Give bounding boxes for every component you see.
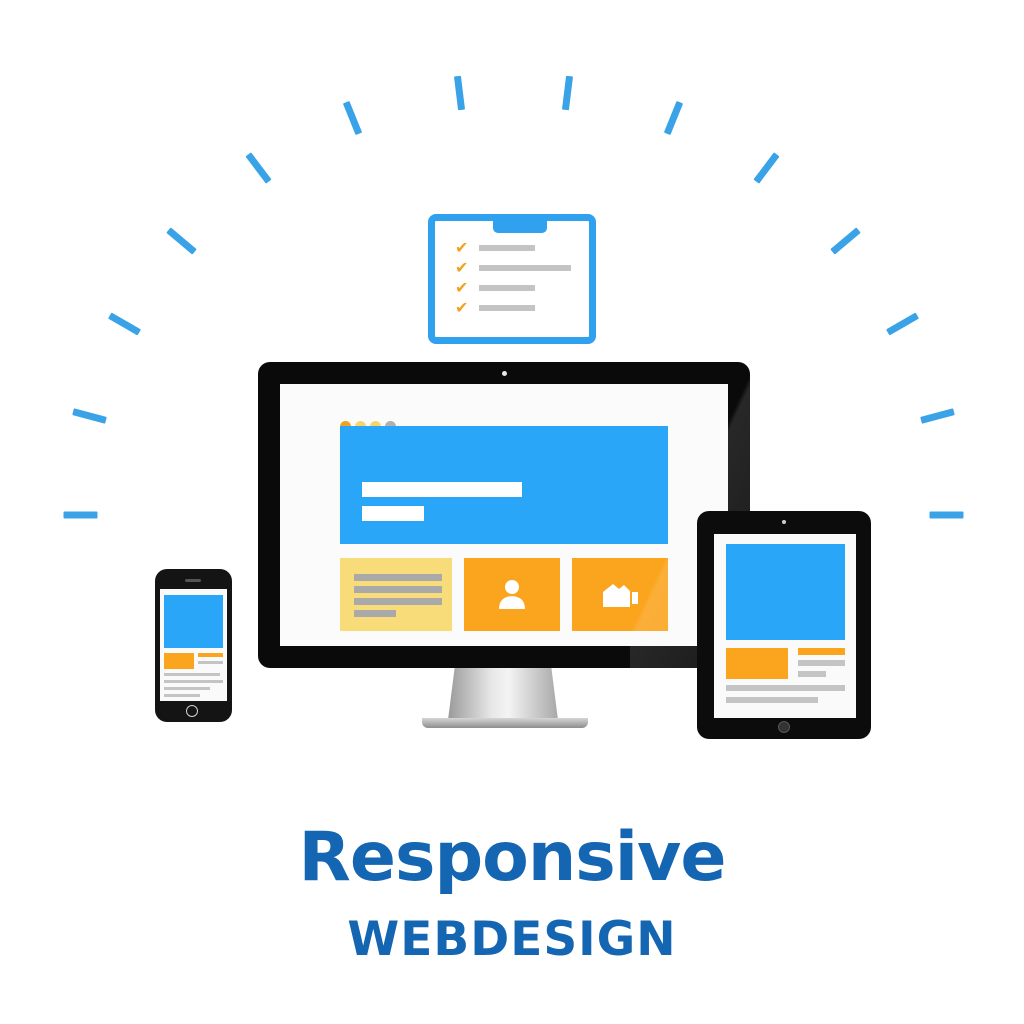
- ray-dash: [63, 511, 97, 519]
- gray-line: [798, 660, 845, 666]
- user-tile: [464, 558, 560, 631]
- checklist-clipboard-icon: ✔ ✔ ✔ ✔: [428, 214, 596, 344]
- checkmark-icon: ✔: [455, 278, 469, 297]
- ray-dash: [107, 312, 141, 336]
- monitor-stand: [448, 668, 558, 720]
- hero-block: [164, 595, 223, 648]
- text-line: [354, 574, 442, 581]
- clipboard-tab: [493, 219, 547, 233]
- gray-line: [726, 685, 845, 691]
- orange-block: [164, 653, 194, 669]
- ray-dash: [342, 100, 362, 136]
- monitor-screen: [280, 384, 728, 646]
- tablet-screen: [714, 534, 856, 718]
- ray-dash: [244, 152, 272, 184]
- smartphone-device: [155, 569, 232, 722]
- ray-dash: [752, 152, 780, 184]
- hero-block: [726, 544, 845, 640]
- checklist-item: ✔: [455, 298, 535, 317]
- headline-subtitle: WEBDESIGN: [347, 912, 677, 967]
- orange-line: [198, 653, 223, 657]
- home-button: [778, 721, 790, 733]
- ray-dash: [919, 408, 955, 424]
- checkmark-icon: ✔: [455, 298, 469, 317]
- gray-line: [164, 687, 210, 690]
- user-icon: [499, 580, 525, 609]
- gray-line: [164, 673, 220, 676]
- ray-dash: [663, 100, 683, 136]
- hero-banner: [340, 426, 668, 544]
- ray-dash: [453, 75, 465, 111]
- checklist-item: ✔: [455, 278, 535, 297]
- hero-headline-bar: [362, 482, 522, 497]
- checklist-line: [479, 305, 535, 311]
- checklist-item: ✔: [455, 238, 535, 257]
- home-button: [186, 705, 198, 717]
- ray-dash: [929, 511, 963, 519]
- camera-dot: [782, 520, 786, 524]
- ray-dash: [165, 227, 197, 255]
- desktop-monitor: [258, 362, 750, 668]
- gray-line: [798, 671, 826, 677]
- checklist-line: [479, 285, 535, 291]
- orange-line: [798, 648, 845, 655]
- ray-dash: [829, 227, 861, 255]
- monitor-base: [422, 718, 588, 728]
- text-line: [354, 586, 442, 593]
- text-line: [354, 610, 396, 617]
- hero-subline-bar: [362, 506, 424, 521]
- checklist-line: [479, 245, 535, 251]
- gray-line: [164, 694, 200, 697]
- ray-dash: [71, 408, 107, 424]
- speaker-grille: [185, 579, 201, 582]
- orange-block: [726, 648, 788, 679]
- camera-dot: [502, 371, 507, 376]
- checkmark-icon: ✔: [455, 258, 469, 277]
- gray-line: [726, 697, 818, 703]
- text-line: [354, 598, 442, 605]
- ray-dash: [885, 312, 919, 336]
- headline-title: Responsive: [298, 818, 727, 897]
- tablet-device: [697, 511, 871, 739]
- video-camera-icon: [603, 584, 638, 607]
- checkmark-icon: ✔: [455, 238, 469, 257]
- text-tile: [340, 558, 452, 631]
- gray-line: [198, 661, 223, 664]
- checklist-line: [479, 265, 571, 271]
- ray-dash: [561, 75, 573, 111]
- gray-line: [164, 680, 223, 683]
- checklist-item: ✔: [455, 258, 571, 277]
- phone-screen: [160, 589, 227, 701]
- camera-tile: [572, 558, 668, 631]
